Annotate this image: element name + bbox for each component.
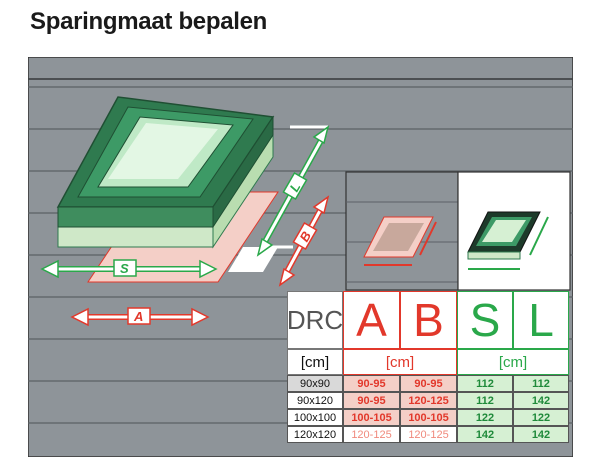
s-cell: 112 — [457, 392, 513, 409]
header-s: S — [457, 291, 513, 349]
header-a-label: A — [356, 294, 387, 346]
header-b-label: B — [413, 294, 444, 346]
a-value: 90-95 — [357, 377, 386, 390]
a-cell: 100-105 — [343, 409, 400, 426]
b-cell: 120-125 — [400, 392, 457, 409]
size-cell: 90x90 — [287, 375, 343, 392]
a-value: 120-125 — [351, 428, 392, 441]
l-cell: 142 — [513, 426, 569, 443]
size-cell: 100x100 — [287, 409, 343, 426]
dim-label-a: A — [133, 309, 143, 324]
b-cell: 120-125 — [400, 426, 457, 443]
drc-label-cell: DRC — [287, 291, 343, 349]
unit-label: [cm] — [385, 353, 415, 371]
header-b: B — [400, 291, 457, 349]
a-cell: 90-95 — [343, 392, 400, 409]
opening-thumbnail-icon — [345, 171, 459, 291]
window-thumbnail-icon — [457, 171, 571, 291]
header-l: L — [513, 291, 569, 349]
s-cell: 122 — [457, 409, 513, 426]
size-label: 120x120 — [293, 428, 337, 441]
a-cell: 120-125 — [343, 426, 400, 443]
l-value: 122 — [531, 411, 551, 424]
header-s-label: S — [469, 294, 501, 346]
s-value: 112 — [476, 394, 494, 407]
b-cell: 90-95 — [400, 375, 457, 392]
a-cell: 90-95 — [343, 375, 400, 392]
s-cell: 142 — [457, 426, 513, 443]
dim-label-s: S — [120, 261, 129, 276]
l-cell: 122 — [513, 409, 569, 426]
unit-label: [cm] — [498, 353, 528, 371]
a-value: 100-105 — [351, 411, 392, 424]
s-value: 112 — [476, 377, 494, 390]
unit-cell-size: [cm] — [287, 349, 343, 375]
s-cell: 112 — [457, 375, 513, 392]
b-value: 100-105 — [408, 411, 449, 424]
l-cell: 142 — [513, 392, 569, 409]
size-cell: 90x120 — [287, 392, 343, 409]
dimension-table: DRC A B S L [cm] [cm] [cm] 90x90 90-95 9… — [287, 291, 569, 444]
size-cell: 120x120 — [287, 426, 343, 443]
l-value: 142 — [531, 394, 551, 407]
b-value: 120-125 — [408, 428, 449, 441]
drc-label: DRC — [287, 304, 343, 335]
size-label: 100x100 — [293, 411, 337, 424]
l-cell: 112 — [513, 375, 569, 392]
b-value: 90-95 — [414, 377, 443, 390]
header-a: A — [343, 291, 400, 349]
s-value: 142 — [475, 428, 495, 441]
l-value: 112 — [532, 377, 550, 390]
header-l-label: L — [528, 294, 554, 346]
a-value: 90-95 — [357, 394, 386, 407]
b-value: 120-125 — [408, 394, 449, 407]
l-value: 142 — [531, 428, 551, 441]
unit-cell-green: [cm] — [457, 349, 569, 375]
size-label: 90x90 — [300, 377, 330, 390]
unit-label: [cm] — [300, 353, 330, 371]
page-title: Sparingmaat bepalen — [30, 8, 268, 35]
s-value: 122 — [475, 411, 495, 424]
size-label: 90x120 — [296, 394, 334, 407]
b-cell: 100-105 — [400, 409, 457, 426]
unit-cell-red: [cm] — [343, 349, 457, 375]
